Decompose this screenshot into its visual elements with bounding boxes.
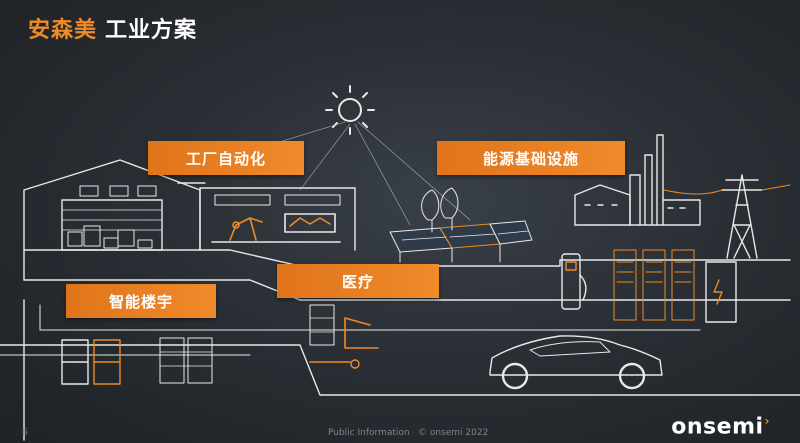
sun-icon <box>325 85 375 135</box>
onsemi-logo: onsemi› <box>671 414 770 439</box>
logo-mark: › <box>764 414 770 428</box>
callout-smart-building: 智能楼宇 <box>66 284 216 318</box>
ev-charger <box>561 253 587 310</box>
sports-car <box>489 335 663 390</box>
callout-energy-infrastructure: 能源基础设施 <box>437 141 625 175</box>
transmission-tower <box>663 174 791 259</box>
classification-label: Public Information <box>328 428 410 438</box>
smart-building-devices <box>61 337 213 385</box>
callout-medical: 医疗 <box>277 264 439 298</box>
callout-factory-automation: 工厂自动化 <box>148 141 304 175</box>
medical-cart <box>309 304 379 369</box>
inverter-cabinet <box>705 261 737 323</box>
title-text: 工业方案 <box>105 18 198 43</box>
page-number: 6 <box>22 428 28 438</box>
solar-panel-array <box>389 187 533 263</box>
factory-building <box>23 159 356 251</box>
robot-arm-icon <box>211 213 341 243</box>
battery-storage <box>613 249 695 321</box>
logo-text: onsemi <box>671 414 764 440</box>
power-plant <box>574 134 701 226</box>
brand-name: 安森美 <box>28 18 98 43</box>
copyright-notice: © onsemi 2022 <box>418 428 489 438</box>
slide-title: 安森美工业方案 <box>28 12 197 44</box>
